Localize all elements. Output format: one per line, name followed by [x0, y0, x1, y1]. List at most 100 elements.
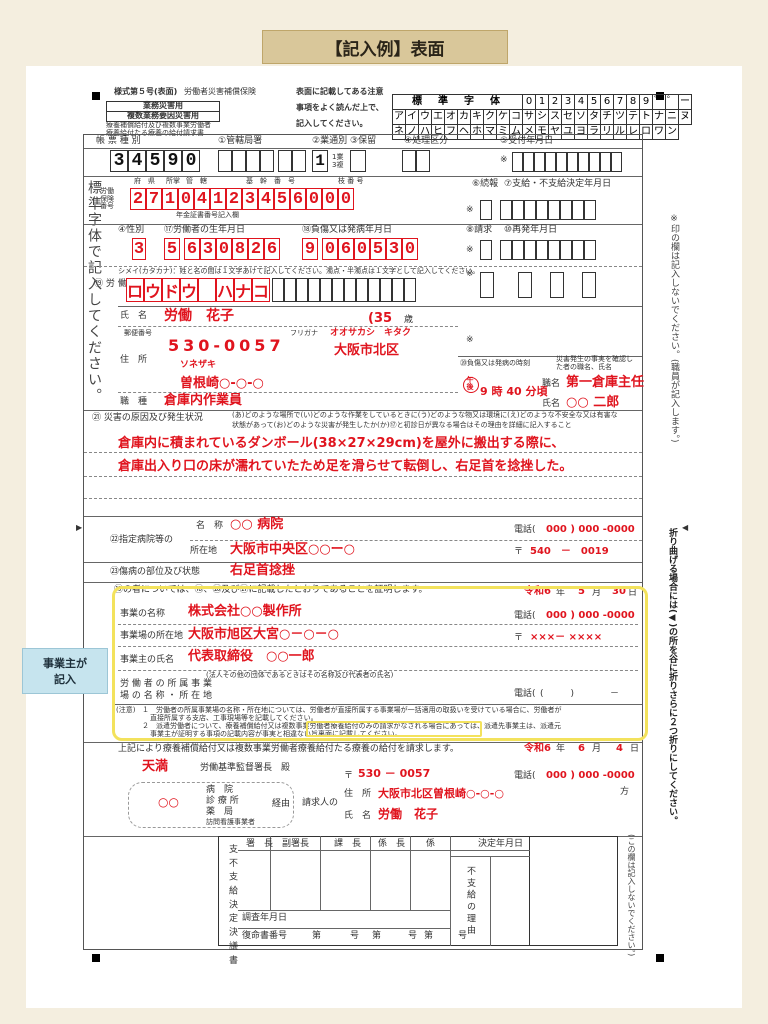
form-subtitle-2: 療養給付たる療養の給付請求書 — [106, 129, 204, 137]
std-char: ナ — [652, 109, 666, 125]
std-char: 4 — [574, 94, 588, 110]
witness-job: 第一倉庫主任 — [566, 375, 645, 390]
injury-part-label: ㉓傷病の部位及び状態 — [110, 567, 201, 577]
worker-zip: 530-0057 — [168, 336, 285, 355]
nonpay-decision-label: 支 不 支 給 決 定 決 議 書 — [227, 844, 237, 965]
fold-mark-right-icon: ◀ — [682, 523, 689, 532]
right-side-note: ※印の欄は記入しないでください。(職員が記入します。) — [669, 214, 679, 443]
witness-name-label: 氏名 — [542, 399, 561, 409]
cause-note-2: 状態があって(お)どのような災害が発生したか(か)⑰と初診日が異なる場合はその理… — [232, 421, 572, 429]
std-char: エ — [431, 109, 445, 125]
labor-ins-digit: 5 — [274, 188, 290, 210]
labor-ins-digit: 0 — [178, 188, 194, 210]
claim-day-label: 日 — [630, 744, 640, 754]
std-char: ス — [548, 109, 562, 125]
std-char: 5 — [587, 94, 601, 110]
job-label: 職 種 — [120, 397, 148, 407]
birth-digit: 8 — [232, 238, 248, 260]
hospital-section-label: ㉒指定病院等の — [110, 535, 174, 545]
std-char: コ — [509, 109, 523, 125]
std-char: ソ — [574, 109, 588, 125]
receipt-date-boxes — [512, 152, 622, 172]
birth-digit: 3 — [200, 238, 216, 260]
retain-label: ③保留 — [350, 136, 377, 146]
note-title: (注意) — [116, 706, 136, 714]
business-type-digit: 1 — [312, 150, 328, 172]
employer-section-highlight — [112, 586, 648, 741]
notice-line-2: 事項をよく読んだ上で、 — [296, 103, 384, 112]
dai-label: 第 — [312, 931, 322, 941]
claimant-tel: 000 ) 000 -0000 — [546, 770, 635, 781]
gender-digit: 3 — [132, 238, 146, 260]
gender-label: ④性別 — [118, 225, 145, 235]
std-char: ン — [665, 124, 679, 140]
std-char: 7 — [613, 94, 627, 110]
bureau-suffix: 労働基準監督署長 殿 — [200, 763, 291, 773]
kana-char: ハ — [216, 278, 234, 302]
kana-char: ウ — [144, 278, 162, 302]
other-asterisk: ※ — [466, 269, 474, 279]
birth-digit: 2 — [248, 238, 264, 260]
injury-digit: 0 — [402, 238, 418, 260]
birth-digit: 5 — [164, 238, 180, 260]
std-char: セ — [561, 109, 575, 125]
company-addr-label: 事業場の所在地 — [120, 631, 184, 641]
company-name: 株式会社○○製作所 — [188, 604, 302, 619]
std-char: ネ — [392, 124, 406, 140]
company-tel-label: 電話( — [514, 611, 536, 621]
std-char: ゛ — [652, 94, 666, 110]
reappear-boxes — [480, 240, 596, 260]
sub-jurisdiction: 管 轄 — [186, 177, 207, 185]
std-char: ア — [392, 109, 406, 125]
worker-address-town: 曽根崎○-○-○ — [180, 376, 264, 391]
labor-ins-digit: 0 — [306, 188, 322, 210]
injury-digit: 3 — [386, 238, 402, 260]
bureau-name: 天満 — [142, 759, 169, 774]
std-char: イ — [405, 109, 419, 125]
labor-ins-label: 労働保険番号 — [100, 187, 114, 211]
notice-line-3: 記入してください。 — [296, 119, 368, 128]
claimant-tel-label: 電話( — [514, 771, 536, 781]
corner-mark — [92, 92, 100, 100]
affiliate-label-1: 労 働 者 の 所 属 事 業 — [120, 679, 213, 689]
corner-mark — [92, 954, 100, 962]
form-type-digit: 3 — [110, 150, 128, 172]
insurance-name: 労働者災害補償保険 — [184, 87, 256, 96]
receipt-asterisk: ※ — [500, 155, 508, 165]
hospital-tel-label: 電話( — [514, 525, 536, 535]
cert-day: 30 — [612, 586, 626, 597]
claimant-zip: 530 － 0057 — [358, 767, 431, 780]
age-suffix: 歳 — [404, 315, 414, 325]
stop-label: ⑥続報 — [472, 179, 499, 189]
note-1b: 直接所属する支店、工事現場等を記載してください。 — [150, 714, 318, 722]
witness-job-label: 職名 — [542, 379, 561, 389]
pay-asterisk: ※ — [466, 205, 474, 215]
std-label: 標 準 字 体 — [392, 94, 523, 110]
left-side-note: 標準字体で記入してください。 — [86, 180, 102, 404]
injury-part: 右足首捻挫 — [230, 563, 296, 578]
reappear-label: ⑩再発年月日 — [504, 225, 558, 235]
kana-note: シメイ(カタカナ)：姓と名の間は１文字あけて記入してください。濁点・半濁点は１文… — [118, 267, 480, 275]
role-sub-section: 係 長 — [378, 839, 406, 849]
cert-statement: ⑲の者については、⑱、⑳及び㉑に記載したとおりであることを証明します。 — [114, 585, 428, 595]
business-type-box: 1 — [312, 150, 328, 172]
hospital-name-label: 名 称 — [196, 521, 224, 531]
company-tel: 000 ) 000 -0000 — [546, 610, 635, 621]
form-subtitle-1: 療養補償給付及び複数事業労働者 — [106, 121, 211, 129]
gou-label-2: 号 — [408, 931, 418, 941]
labor-ins-digit: 1 — [210, 188, 226, 210]
role-chief: 署 長 — [246, 839, 274, 849]
standard-font-table: 標 準 字 体 0 1 2 3 4 5 6 7 8 9 ゛ ゜ ー ア イ ウ … — [392, 94, 692, 140]
birth-date-label: ⑰労働者の生年月日 — [164, 225, 246, 235]
std-char: 8 — [626, 94, 640, 110]
witness-name: ○○ 二郎 — [566, 395, 620, 410]
pay-date-boxes — [480, 200, 596, 220]
injury-digit: 0 — [354, 238, 370, 260]
banner-title: 【記入例】表面 — [262, 30, 508, 64]
std-char: 3 — [561, 94, 575, 110]
worker-section-label: ⑲ 労 働 者 の — [94, 279, 151, 289]
kana-char — [198, 278, 216, 302]
affiliate-tel: ( ) － — [540, 689, 620, 699]
form-type-boxes: 3 4 5 9 0 — [110, 150, 200, 172]
std-char: 1 — [535, 94, 549, 110]
